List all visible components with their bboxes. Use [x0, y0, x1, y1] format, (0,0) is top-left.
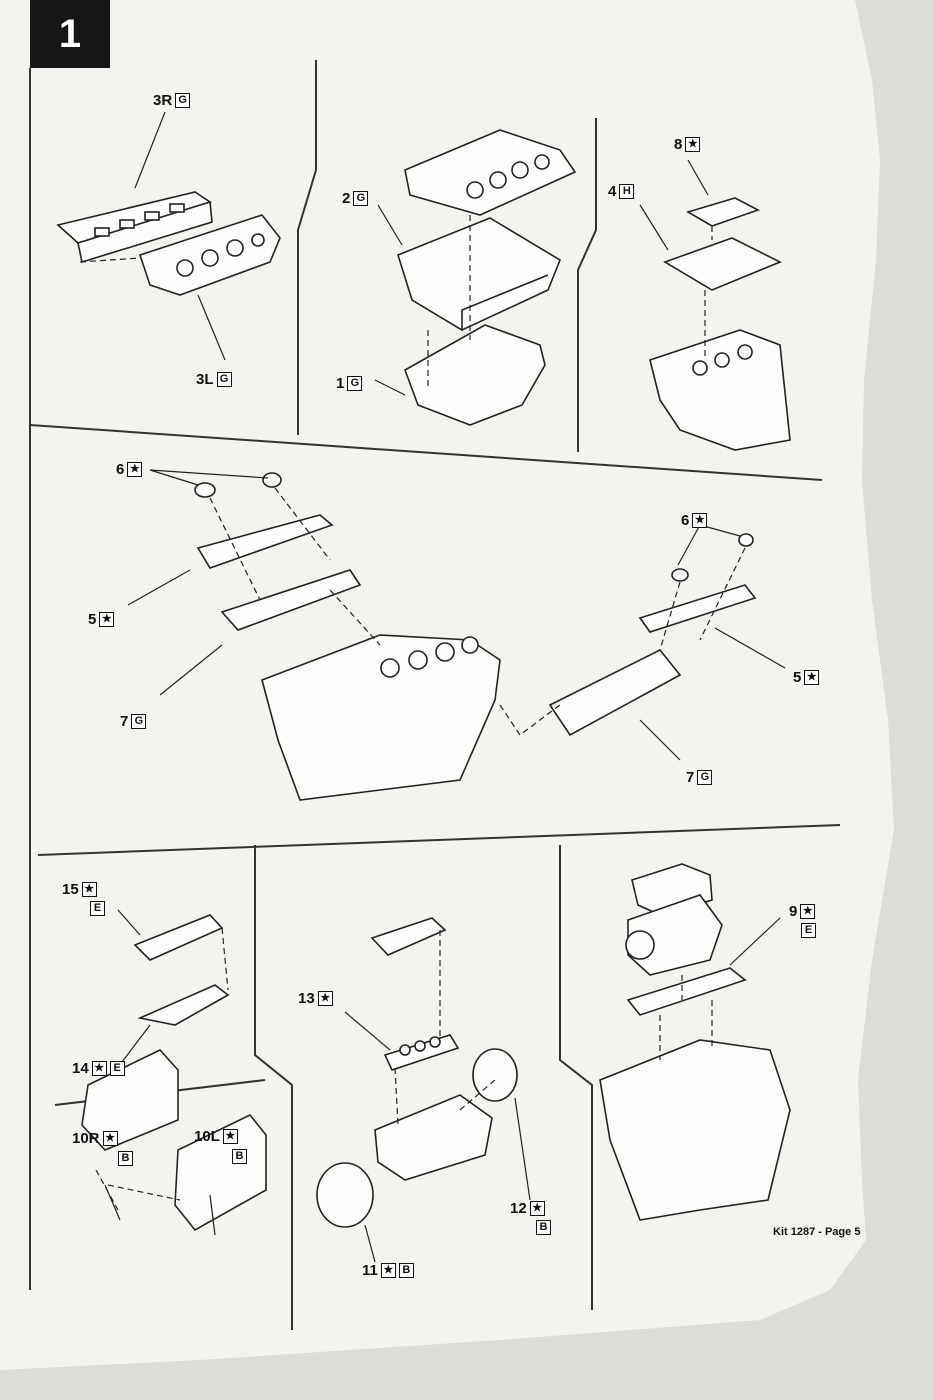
- sprue-code: G: [131, 714, 147, 729]
- part-number: 10R: [72, 1130, 100, 1147]
- star-icon: ★: [99, 612, 115, 627]
- part-number: 7: [686, 769, 695, 786]
- label-5-right: 5 ★: [793, 669, 820, 686]
- label-9: 9 ★ E: [789, 903, 816, 938]
- star-icon: ★: [380, 1263, 396, 1278]
- label-2: 2 G: [342, 190, 369, 207]
- sprue-code: B: [398, 1263, 414, 1278]
- part-number: 4: [608, 183, 617, 200]
- sprue-code: E: [109, 1061, 125, 1076]
- star-icon: ★: [127, 462, 143, 477]
- part-number: 6: [681, 512, 690, 529]
- sprue-code: G: [175, 93, 191, 108]
- part-number: 2: [342, 190, 351, 207]
- sprue-code: G: [347, 376, 363, 391]
- part-number: 14: [72, 1060, 89, 1077]
- label-3L: 3L G: [196, 371, 232, 388]
- star-icon: ★: [102, 1131, 118, 1146]
- label-15: 15 ★ E: [62, 881, 105, 916]
- label-11: 11 ★ B: [362, 1262, 414, 1279]
- part-number: 6: [116, 461, 125, 478]
- part-number: 7: [120, 713, 129, 730]
- part-number: 8: [674, 136, 683, 153]
- part-drawing-valve-covers: [194, 472, 757, 801]
- part-number: 1: [336, 375, 345, 392]
- sprue-code: B: [232, 1149, 247, 1164]
- star-icon: ★: [692, 513, 708, 528]
- star-icon: ★: [317, 991, 333, 1006]
- step-number-badge: 1: [30, 0, 110, 68]
- part-drawing-block: [397, 129, 577, 426]
- part-number: 12: [510, 1200, 527, 1217]
- part-number: 10L: [194, 1128, 220, 1145]
- sprue-code: B: [536, 1220, 551, 1235]
- star-icon: ★: [800, 904, 816, 919]
- label-6-right: 6 ★: [681, 512, 708, 529]
- label-7-left: 7 G: [120, 713, 147, 730]
- part-drawing-valley-cover: [649, 197, 791, 451]
- label-10L: 10L ★ B: [194, 1128, 247, 1164]
- label-12: 12 ★ B: [510, 1200, 551, 1235]
- part-number: 13: [298, 990, 315, 1007]
- part-drawing-blower: [316, 917, 518, 1228]
- sprue-code: E: [90, 901, 105, 916]
- star-icon: ★: [685, 137, 701, 152]
- label-1: 1 G: [336, 375, 363, 392]
- part-drawing-cylinder-heads: [56, 191, 281, 296]
- part-number: 11: [362, 1262, 378, 1279]
- part-number: 15: [62, 881, 79, 898]
- label-7-right: 7 G: [686, 769, 713, 786]
- star-icon: ★: [529, 1201, 545, 1216]
- star-icon: ★: [222, 1129, 238, 1144]
- sprue-code: G: [353, 191, 369, 206]
- star-icon: ★: [91, 1061, 107, 1076]
- star-icon: ★: [81, 882, 97, 897]
- page-footer: Kit 1287 - Page 5: [773, 1226, 861, 1238]
- star-icon: ★: [804, 670, 820, 685]
- part-number: 5: [793, 669, 802, 686]
- label-13: 13 ★: [298, 990, 333, 1007]
- sprue-code: B: [118, 1151, 133, 1166]
- label-5-left: 5 ★: [88, 611, 115, 628]
- part-drawing-assembled-engine: [599, 863, 791, 1221]
- sprue-code: E: [801, 923, 816, 938]
- part-number: 5: [88, 611, 97, 628]
- label-6-left: 6 ★: [116, 461, 143, 478]
- panel-dividers: [29, 60, 841, 1330]
- sprue-code: G: [697, 770, 713, 785]
- part-number: 9: [789, 903, 798, 920]
- sprue-code: H: [619, 184, 635, 199]
- part-drawing-scoop-pieces: [81, 914, 267, 1232]
- part-number: 3L: [196, 371, 214, 388]
- label-10R: 10R ★ B: [72, 1130, 133, 1166]
- part-number: 3R: [153, 92, 173, 109]
- label-3R: 3R G: [153, 92, 191, 109]
- label-8: 8 ★: [674, 136, 701, 153]
- label-4: 4 H: [608, 183, 635, 200]
- label-14: 14 ★ E: [72, 1060, 125, 1077]
- sprue-code: G: [216, 372, 232, 387]
